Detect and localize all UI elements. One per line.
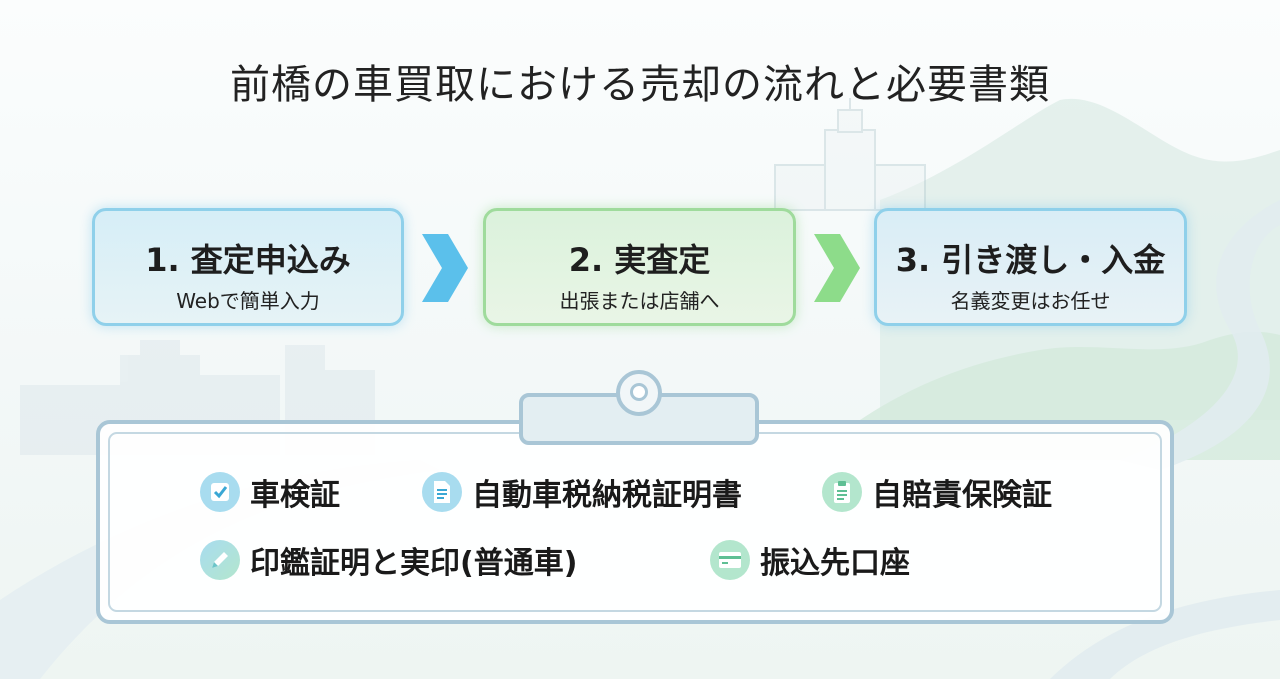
step-2-card: 2. 実査定 出張または店舗へ bbox=[483, 208, 796, 326]
city-hall-building bbox=[774, 98, 926, 211]
checkbox-icon bbox=[200, 472, 240, 512]
step-3-subtitle: 名義変更はお任せ bbox=[950, 289, 1111, 313]
road-bottom-right bbox=[1050, 590, 1280, 679]
document-item-shaken: 車検証 bbox=[200, 470, 340, 514]
page-title: 前橋の車買取における売却の流れと必要書類 bbox=[230, 62, 1050, 108]
document-label: 振込先口座 bbox=[760, 546, 910, 581]
document-label: 車検証 bbox=[250, 478, 340, 513]
document-item-tax-certificate: 自動車税納税証明書 bbox=[422, 470, 742, 514]
clipboard-icon bbox=[822, 472, 862, 512]
document-label: 自動車税納税証明書 bbox=[472, 478, 742, 513]
pen-icon bbox=[200, 540, 240, 580]
chevron-shape bbox=[814, 234, 860, 302]
road-right bbox=[1120, 200, 1280, 470]
panel-hanger-hole bbox=[630, 383, 648, 401]
document-item-bank-account: 振込先口座 bbox=[710, 538, 910, 582]
document-label: 印鑑証明と実印(普通車) bbox=[250, 546, 578, 581]
document-item-seal: 印鑑証明と実印(普通車) bbox=[200, 538, 577, 582]
step-1-subtitle: Webで簡単入力 bbox=[176, 289, 320, 313]
step-1-card: 1. 査定申込み Webで簡単入力 bbox=[92, 208, 404, 326]
chevron-shape bbox=[422, 234, 468, 302]
step-2-subtitle: 出張または店舗へ bbox=[559, 289, 720, 313]
documents-panel bbox=[96, 420, 1174, 624]
documents-panel-inner bbox=[108, 432, 1162, 612]
document-item-insurance: 自賠責保険証 bbox=[822, 470, 1052, 514]
card-icon bbox=[710, 540, 750, 580]
chevron-right-icon bbox=[814, 234, 860, 302]
step-2-title: 2. 実査定 bbox=[568, 241, 711, 279]
step-1-title: 1. 査定申込み bbox=[145, 241, 351, 279]
chevron-right-icon bbox=[422, 234, 468, 302]
document-icon bbox=[422, 472, 462, 512]
step-3-title: 3. 引き渡し・入金 bbox=[895, 241, 1166, 279]
document-label: 自賠責保険証 bbox=[872, 478, 1052, 513]
step-3-card: 3. 引き渡し・入金 名義変更はお任せ bbox=[874, 208, 1187, 326]
